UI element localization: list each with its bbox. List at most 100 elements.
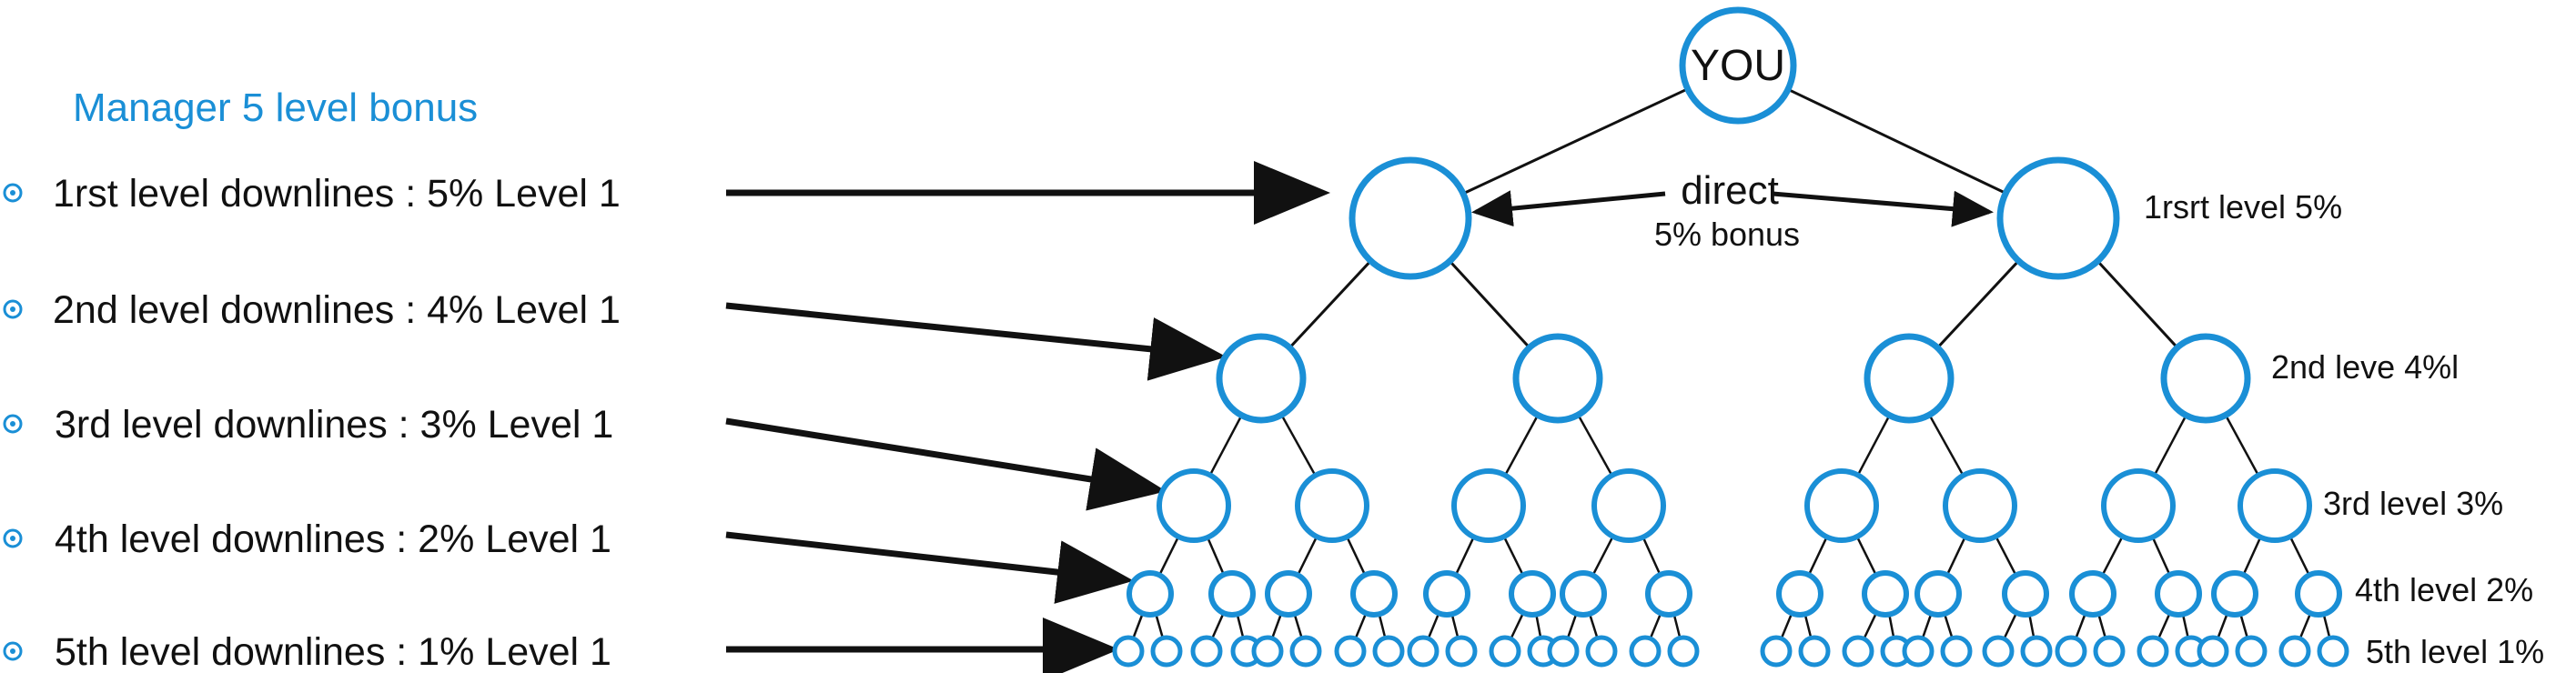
tree-edge	[1510, 612, 1525, 640]
tree-edge	[2101, 536, 2124, 577]
downline-node-level-3	[2238, 468, 2312, 543]
tree-edge	[1672, 613, 1682, 638]
right-level-label-2: 2nd leve 4%l	[2271, 348, 2459, 386]
tree-edge	[2028, 614, 2036, 638]
downline-node-level-5	[2137, 635, 2169, 668]
downline-node-level-5	[1489, 635, 1521, 668]
tree-edge	[2224, 414, 2259, 477]
downline-node-level-1	[1996, 156, 2120, 280]
arrow-right-icon	[725, 417, 1167, 511]
downline-node-level-5	[1251, 635, 1284, 668]
tree-edge	[1943, 613, 1954, 639]
downline-node-level-5	[1407, 635, 1440, 668]
downline-node-level-5	[1667, 635, 1700, 668]
target-bullet-icon	[3, 183, 23, 203]
tree-edge	[1566, 613, 1578, 639]
downline-node-level-3	[1157, 468, 1231, 543]
tree-edge	[1535, 614, 1542, 638]
tree-edge	[2153, 415, 2187, 476]
tree-edge	[2097, 613, 2107, 638]
arrow-right-icon	[725, 302, 1227, 381]
downline-node-level-5	[1940, 635, 1973, 668]
tree-edge	[1293, 613, 1303, 638]
tree-edge	[1427, 612, 1440, 639]
tree-edge	[1378, 613, 1387, 638]
level-row-label: 5th level downlines : 1% Level 1	[55, 630, 611, 673]
tree-edge	[2298, 612, 2312, 639]
downline-node-level-4	[1265, 570, 1312, 618]
downline-node-level-2	[2160, 333, 2251, 424]
downline-node-level-5	[2278, 635, 2311, 668]
arrow-right-icon	[1772, 190, 1994, 227]
target-bullet-icon	[3, 641, 23, 661]
downline-node-level-2	[1216, 333, 1307, 424]
tree-edge	[1236, 613, 1245, 638]
right-level-label-3: 3rd level 3%	[2323, 485, 2503, 522]
tree-edge	[1354, 612, 1368, 639]
tree-edge	[1928, 414, 1965, 477]
downline-node-level-5	[1760, 635, 1793, 668]
downline-node-level-3	[1295, 468, 1369, 543]
downline-node-level-4	[1208, 570, 1256, 618]
downline-node-level-4	[2002, 570, 2049, 618]
root-label: YOU	[1691, 42, 1785, 90]
level-row-2: 2nd level downlines : 4% Level 1	[3, 288, 1227, 381]
tree-edge	[1588, 613, 1599, 639]
target-bullet-icon	[3, 299, 23, 319]
downline-node-level-5	[1798, 635, 1831, 668]
direct-bonus-label: 5% bonus	[1654, 216, 1800, 253]
downline-node-level-5	[1150, 635, 1183, 668]
downline-node-level-1	[1349, 156, 1472, 280]
downline-node-level-5	[1547, 635, 1580, 668]
level-row-label: 1rst level downlines : 5% Level 1	[53, 172, 621, 216]
level-row-3: 3rd level downlines : 3% Level 1	[3, 403, 1167, 511]
right-level-label-1: 1rsrt level 5%	[2144, 188, 2342, 226]
downline-node-level-3	[2101, 468, 2176, 543]
downline-node-level-4	[1862, 570, 1909, 618]
level-row-label: 4th level downlines : 2% Level 1	[55, 517, 611, 561]
tree-edge	[1577, 414, 1613, 477]
downline-node-level-4	[1776, 570, 1823, 618]
right-level-label-5: 5th level 1%	[2366, 633, 2544, 670]
downline-node-level-2	[1864, 333, 1955, 424]
tree-edge	[1803, 613, 1813, 638]
arrow-right-icon	[725, 531, 1134, 604]
tree-edge	[1280, 414, 1317, 477]
downline-node-level-5	[1445, 635, 1478, 668]
tree-edge	[2239, 613, 2249, 638]
tree-edge	[2288, 536, 2310, 576]
tree-edge	[2181, 614, 2189, 638]
tree-edge	[1346, 536, 1367, 576]
downline-node-level-5	[2020, 635, 2053, 668]
downline-node-level-2	[1512, 333, 1603, 424]
downline-node-level-3	[1591, 468, 1666, 543]
downline-node-level-4	[2211, 570, 2258, 618]
level-row-label: 3rd level downlines : 3% Level 1	[55, 403, 613, 447]
you-node	[1679, 6, 1797, 125]
level-row-label: 2nd level downlines : 4% Level 1	[53, 288, 621, 332]
direct-label: direct	[1681, 168, 1779, 213]
downline-node-level-3	[1804, 468, 1879, 543]
downline-node-level-4	[2155, 570, 2202, 618]
tree-edge	[1649, 612, 1662, 639]
downline-node-level-4	[1645, 570, 1692, 618]
level-row-4: 4th level downlines : 2% Level 1	[3, 517, 1134, 604]
tree-edge	[1787, 87, 2006, 195]
tree-edge	[2217, 613, 2228, 639]
tree-edge	[1155, 613, 1165, 638]
right-level-label-4: 4th level 2%	[2355, 571, 2533, 608]
downline-node-level-4	[1560, 570, 1607, 618]
tree-edge	[1945, 536, 1966, 576]
tree-edge	[1158, 536, 1180, 576]
downline-node-level-5	[1372, 635, 1405, 668]
target-bullet-icon	[3, 528, 23, 548]
tree-edge	[1208, 415, 1243, 476]
downline-node-level-5	[1190, 635, 1223, 668]
tree-edge	[2096, 260, 2178, 349]
tree-edge	[1206, 537, 1226, 576]
tree-edge	[2003, 612, 2018, 640]
downline-node-level-3	[1451, 468, 1526, 543]
tree-edge	[1780, 612, 1793, 639]
downline-node-level-4	[2295, 570, 2342, 618]
